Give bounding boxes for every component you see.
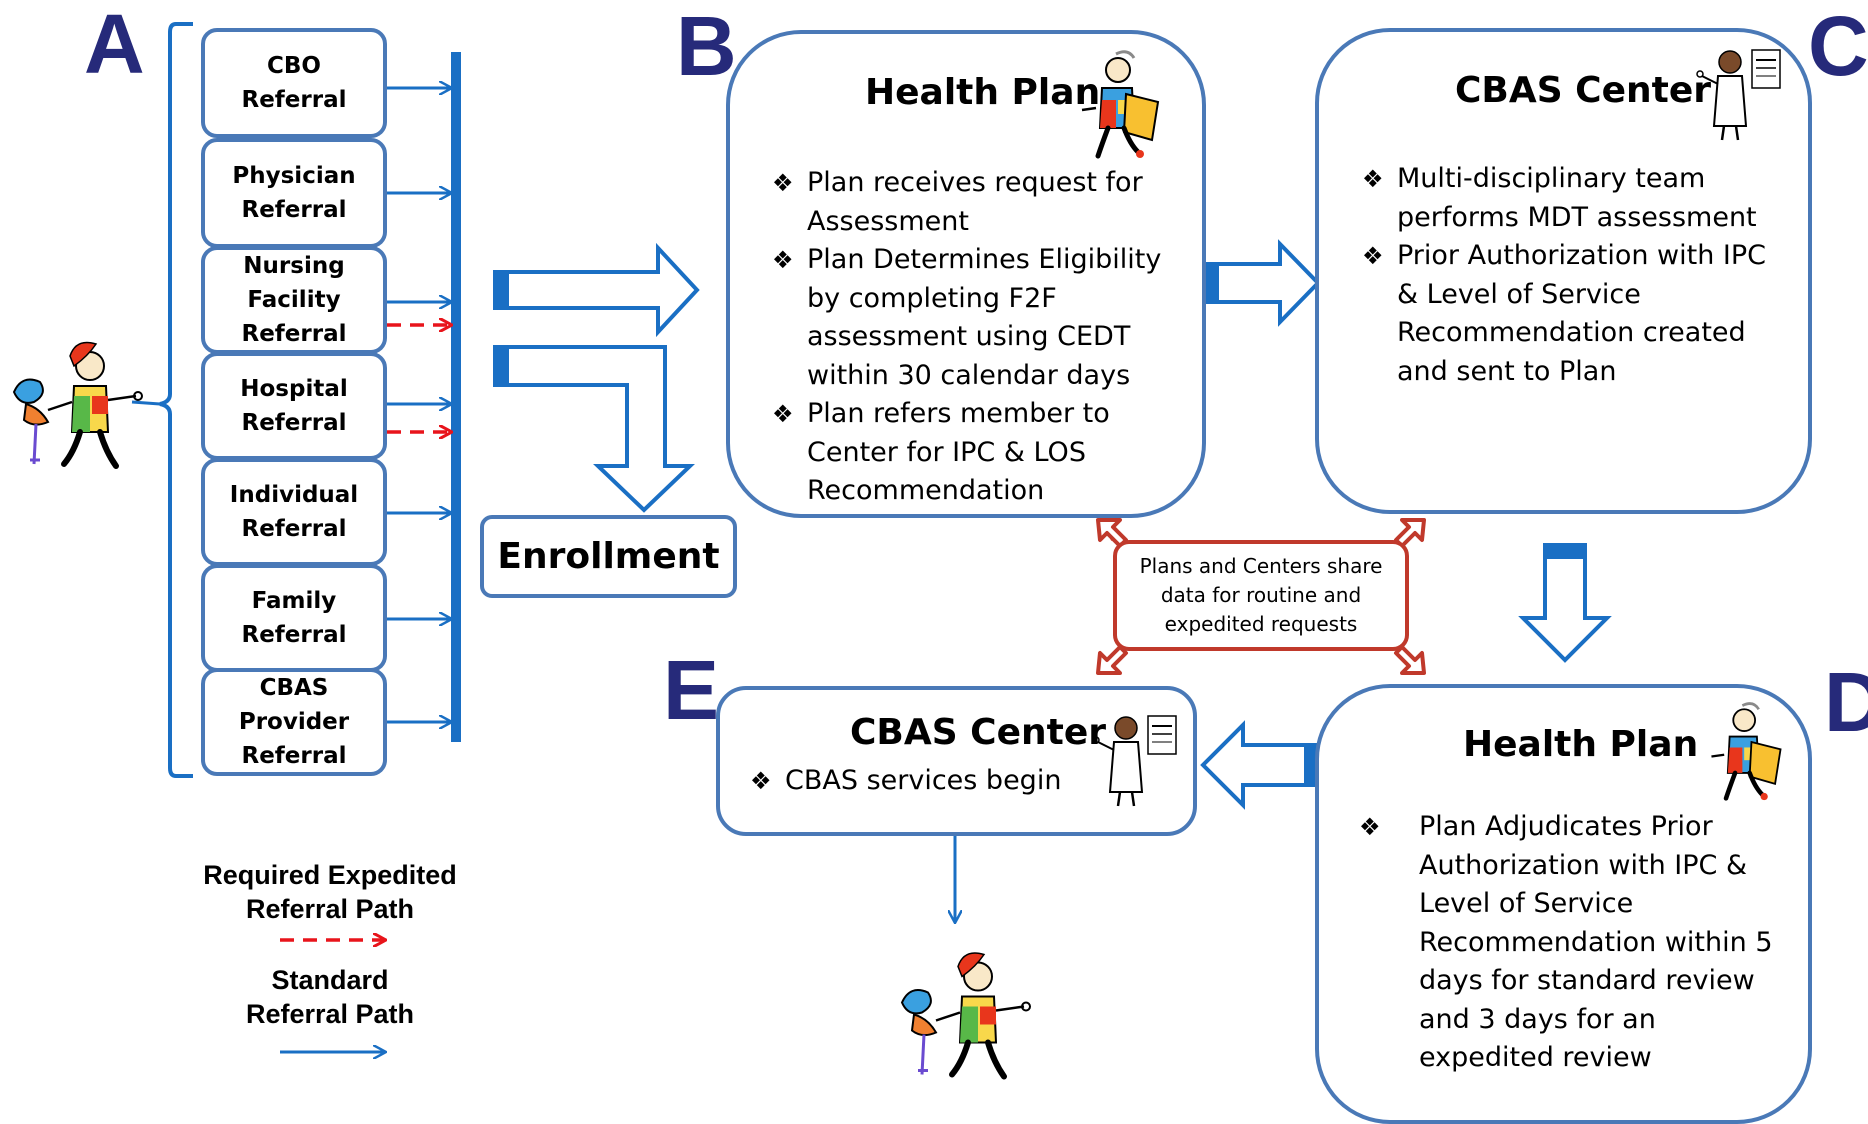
referral-label: Nursing Facility Referral	[241, 253, 347, 347]
referral-label: Family Referral	[241, 588, 347, 648]
bullet-text: Plan Determines Eligibility by completin…	[807, 244, 1162, 391]
share-data-note: Plans and Centers share data for routine…	[1113, 540, 1409, 651]
referral-label: Hospital Referral	[240, 376, 348, 436]
health-plan-figure-icon	[1711, 702, 1782, 801]
section-letter-e: E	[663, 643, 720, 737]
referral-bracket	[159, 22, 193, 778]
bullet-list: ❖ Plan receives request for Assessment ❖ P…	[772, 164, 1172, 511]
bullet-item: ❖ Plan receives request for Assessment	[772, 164, 1172, 241]
doctor-eye-chart-icon	[1092, 715, 1177, 807]
section-letter-c: C	[1808, 0, 1868, 93]
bullet-list: ❖ Plan Adjudicates Prior Authorization wi…	[1359, 808, 1779, 1078]
arrow-to-health-plan	[493, 242, 700, 338]
arrow-to-enrollment	[493, 345, 695, 513]
person-with-chair-icon	[900, 952, 1031, 1080]
bullet-text: Plan refers member to Center for IPC & L…	[807, 398, 1110, 506]
bullet-mark-icon: ❖	[750, 767, 772, 795]
bullet-mark-icon: ❖	[1359, 813, 1381, 841]
section-letter-b: B	[676, 0, 737, 93]
section-letter-d: D	[1824, 655, 1868, 749]
bullet-list: ❖ Multi-disciplinary team performs MDT as…	[1362, 160, 1782, 391]
referral-label: Physician Referral	[232, 163, 356, 223]
referral-box-individual: Individual Referral	[201, 458, 387, 566]
enrollment-box: Enrollment	[480, 515, 737, 598]
panel-title: Health Plan	[1463, 724, 1699, 765]
arrow-to-health-plan-d	[1518, 543, 1612, 663]
bullet-mark-icon: ❖	[772, 169, 794, 197]
referral-box-physician: Physician Referral	[201, 138, 387, 248]
referral-box-cbas-provider: CBAS Provider Referral	[201, 668, 387, 776]
flow-connectors	[131, 22, 1612, 1089]
bullet-item: ❖ Plan refers member to Center for IPC & …	[772, 395, 1172, 511]
bullet-text: Plan receives request for Assessment	[807, 167, 1143, 237]
bullet-mark-icon: ❖	[772, 400, 794, 428]
referral-label: CBAS Provider Referral	[238, 675, 350, 769]
panel-title: CBAS Center	[1455, 70, 1712, 111]
referral-box-family: Family Referral	[201, 564, 387, 672]
panel-title: CBAS Center	[850, 712, 1107, 753]
bullet-item: ❖ Prior Authorization with IPC & Level of…	[1362, 237, 1782, 391]
collector-bar	[451, 52, 461, 742]
bullet-item: ❖ Plan Determines Eligibility by completi…	[772, 241, 1172, 395]
legend-standard-label: Standard Referral Path	[245, 965, 415, 1029]
referral-box-nursing-facility: Nursing Facility Referral	[201, 246, 387, 354]
bullet-mark-icon: ❖	[1362, 242, 1384, 270]
bullet-text: CBAS services begin	[785, 765, 1062, 796]
person-with-chair-icon	[12, 341, 143, 469]
bullet-text: Plan Adjudicates Prior Authorization wit…	[1419, 811, 1773, 1073]
panel-title: Health Plan	[865, 72, 1101, 113]
referral-label: Individual Referral	[229, 482, 359, 542]
arrow-to-cbas-center	[1203, 239, 1321, 327]
bullet-mark-icon: ❖	[1362, 165, 1384, 193]
referral-label: CBO Referral	[241, 53, 347, 113]
bullet-item: ❖ Plan Adjudicates Prior Authorization wi…	[1359, 808, 1779, 1078]
bullet-item: ❖ Multi-disciplinary team performs MDT as…	[1362, 160, 1782, 237]
doctor-eye-chart-icon	[1696, 49, 1781, 141]
bullet-list: ❖ CBAS services begin	[750, 762, 1080, 801]
share-connector-arrows	[1096, 518, 1426, 675]
health-plan-figure-icon	[1081, 50, 1160, 159]
arrow-to-cbas-center-e	[1200, 720, 1320, 810]
referral-box-cbo: CBO Referral	[201, 28, 387, 138]
bullet-text: Prior Authorization with IPC & Level of …	[1397, 240, 1766, 387]
bullet-text: Multi-disciplinary team performs MDT ass…	[1397, 163, 1757, 233]
bullet-mark-icon: ❖	[772, 246, 794, 274]
legend-expedited-label: Required Expedited Referral Path	[203, 860, 457, 924]
referral-box-hospital: Hospital Referral	[201, 352, 387, 460]
section-letter-a: A	[84, 0, 145, 91]
bullet-item: ❖ CBAS services begin	[750, 762, 1080, 801]
